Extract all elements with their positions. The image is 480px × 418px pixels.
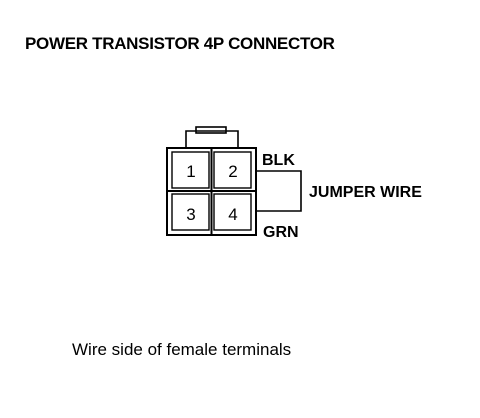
pin-1-label: 1 <box>186 162 195 181</box>
cavity-2 <box>213 151 252 189</box>
jumper-wire-label: JUMPER WIRE <box>309 184 422 201</box>
terminal-cavities <box>171 151 252 231</box>
pin-3-label: 3 <box>186 205 195 224</box>
connector-latch <box>185 126 239 148</box>
cavity-4 <box>213 193 252 231</box>
cavity-1 <box>171 151 210 189</box>
cavity-3 <box>171 193 210 231</box>
diagram-title: POWER TRANSISTOR 4P CONNECTOR <box>25 34 335 53</box>
pin-2-label: 2 <box>228 162 237 181</box>
wire-color-grn: GRN <box>263 224 299 241</box>
view-caption: Wire side of female terminals <box>72 340 292 359</box>
pin-4-label: 4 <box>228 205 237 224</box>
jumper-wire-loop <box>256 170 302 212</box>
wire-color-blk: BLK <box>262 152 295 169</box>
